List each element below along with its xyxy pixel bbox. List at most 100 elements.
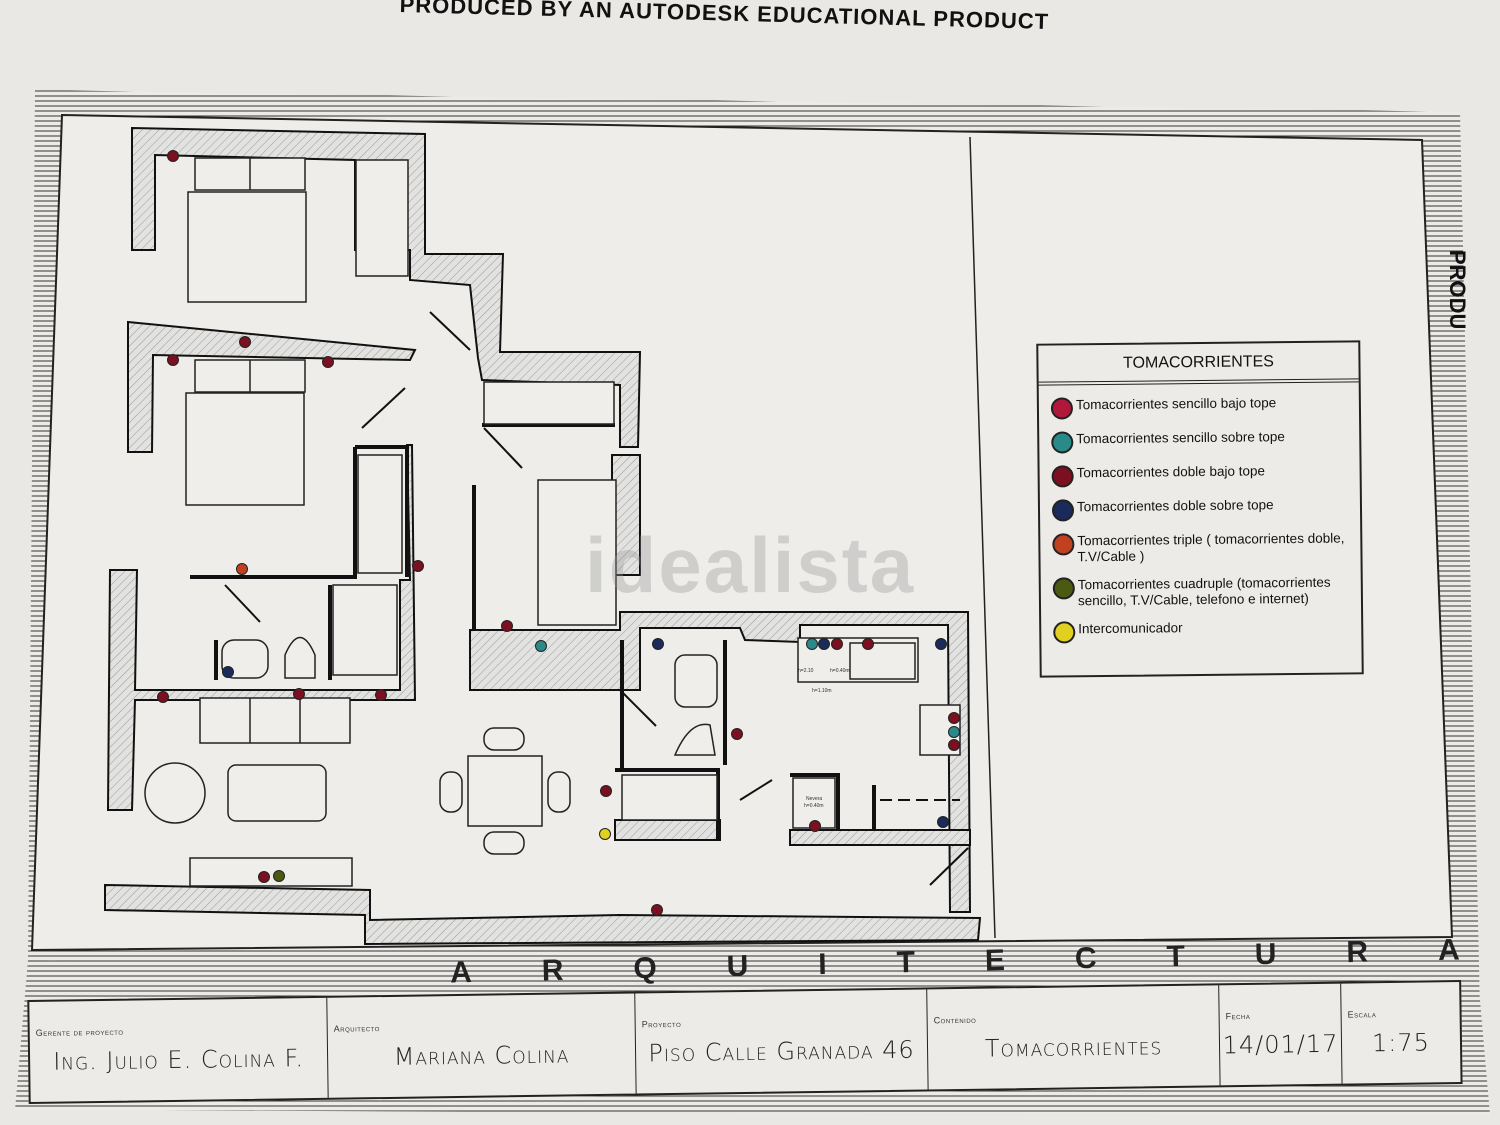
outlet-symbol-icon — [1051, 431, 1074, 454]
tb-escala: Escala 1:75 — [1341, 982, 1460, 1084]
gerente-label: Gerente de proyecto — [35, 1026, 124, 1038]
toilet-2 — [673, 723, 716, 756]
sink — [849, 642, 916, 680]
outlet-marker — [167, 354, 179, 366]
legend-item: Tomacorrientes sencillo bajo tope — [1050, 394, 1359, 420]
label-h110: h=1.10m — [812, 688, 832, 694]
outlet-marker — [258, 871, 270, 883]
title-block: Gerente de proyecto Ing. Julio E. Colina… — [27, 979, 1463, 1104]
banner-letter: C — [1074, 941, 1097, 976]
escala-value: 1:75 — [1371, 1028, 1431, 1058]
outlet-marker — [167, 150, 179, 162]
legend-title: TOMACORRIENTES — [1038, 342, 1359, 386]
legend-label: Tomacorrientes triple ( tomacorrientes d… — [1077, 530, 1345, 565]
legend-item: Intercomunicador — [1053, 618, 1361, 644]
legend-label: Tomacorrientes cuadruple (tomacorrientes… — [1077, 574, 1331, 609]
outlet-marker — [157, 691, 169, 703]
washbasin-2 — [674, 654, 718, 708]
outlet-symbol-icon — [1051, 499, 1075, 522]
legend-item: Tomacorrientes doble sobre tope — [1051, 496, 1360, 522]
outlet-marker — [935, 638, 947, 650]
bed-1 — [187, 191, 307, 303]
dining-table — [467, 755, 543, 827]
proyecto-value: Piso Calle Granada 46 — [648, 1035, 915, 1068]
coffee-table — [227, 764, 327, 822]
tb-contenido: Contenido Tomacorrientes — [927, 985, 1221, 1090]
banner-letter: R — [1346, 935, 1369, 970]
banner-letter: A — [1437, 933, 1461, 968]
tb-arquitecto: Arquitecto Mariana Colina — [327, 993, 637, 1098]
banner-letter: T — [896, 945, 916, 980]
outlet-marker — [948, 712, 960, 724]
tb-proyecto: Proyecto Piso Calle Granada 46 — [635, 989, 929, 1094]
outlet-marker — [937, 816, 949, 828]
outlet-symbol-icon — [1050, 397, 1074, 420]
outlet-marker — [948, 739, 960, 751]
label-h040: h=0.40m — [830, 668, 850, 674]
outlet-marker — [236, 563, 248, 575]
outlet-marker — [948, 726, 960, 738]
toilet — [284, 636, 316, 679]
outlet-marker — [599, 828, 611, 840]
tb-gerente: Gerente de proyecto Ing. Julio E. Colina… — [29, 997, 329, 1102]
sofa — [199, 697, 351, 744]
wardrobe — [357, 454, 403, 574]
legend: TOMACORRIENTES Tomacorrientes sencillo b… — [1036, 340, 1364, 678]
legend-label: Tomacorrientes doble sobre tope — [1076, 497, 1274, 515]
banner-letter: R — [541, 953, 564, 988]
legend-label: Tomacorrientes doble bajo tope — [1076, 463, 1266, 481]
outlet-symbol-icon — [1053, 621, 1076, 644]
outlet-symbol-icon — [1052, 577, 1075, 600]
outlet-symbol-icon — [1052, 533, 1075, 556]
banner-letter: Q — [633, 951, 658, 986]
furniture — [144, 157, 961, 887]
bed-3 — [537, 479, 617, 626]
outlet-marker — [818, 638, 830, 650]
outlet-marker — [501, 620, 513, 632]
outlet-marker — [651, 904, 663, 916]
kitchen-labels: h=2.10 h=0.40m h=1.10m Nevera h=0.40m — [798, 668, 850, 809]
outlet-marker — [239, 336, 251, 348]
banner-letter: I — [817, 947, 828, 982]
outlet-marker — [293, 688, 305, 700]
legend-item: Tomacorrientes doble bajo tope — [1051, 462, 1360, 488]
label-h210: h=2.10 — [798, 668, 814, 674]
banner-letter: U — [726, 949, 749, 984]
gerente-value: Ing. Julio E. Colina F. — [53, 1044, 305, 1076]
banner-letter: T — [1166, 939, 1186, 974]
outlet-marker — [862, 638, 874, 650]
label-nevera: Nevera — [806, 796, 822, 802]
bed-2 — [185, 392, 305, 506]
legend-item: Tomacorrientes cuadruple (tomacorrientes… — [1052, 574, 1361, 609]
outlet-marker — [806, 638, 818, 650]
outlet-marker — [535, 640, 547, 652]
side-note: PRODU — [1445, 250, 1470, 330]
fecha-label: Fecha — [1225, 1010, 1251, 1022]
idealista-watermark: idealista — [585, 521, 916, 609]
outlet-marker — [412, 560, 424, 572]
banner-letter: U — [1254, 937, 1277, 972]
tb-fecha: Fecha 14/01/17 — [1219, 983, 1343, 1086]
outlet-marker — [375, 689, 387, 701]
outlet-symbol-icon — [1051, 465, 1074, 488]
contenido-label: Contenido — [933, 1014, 977, 1026]
doors — [224, 311, 969, 886]
interior-walls — [190, 423, 960, 840]
banner-letter: A — [449, 955, 473, 990]
shower — [332, 584, 398, 676]
arquitecto-value: Mariana Colina — [393, 1040, 570, 1071]
washbasin — [221, 639, 269, 679]
banner-letter: E — [984, 943, 1006, 978]
arquitecto-label: Arquitecto — [333, 1023, 381, 1034]
legend-label: Intercomunicador — [1078, 620, 1183, 637]
label-nevera-h: h=0.40m — [804, 803, 824, 809]
proyecto-label: Proyecto — [641, 1018, 682, 1030]
legend-label: Tomacorrientes sencillo sobre tope — [1076, 429, 1285, 447]
fecha-value: 14/01/17 — [1222, 1029, 1339, 1060]
escala-label: Escala — [1347, 1009, 1377, 1020]
outlet-marker — [322, 356, 334, 368]
outlets — [157, 150, 960, 916]
legend-item: Tomacorrientes sencillo sobre tope — [1051, 428, 1359, 454]
tv-unit — [189, 857, 353, 887]
